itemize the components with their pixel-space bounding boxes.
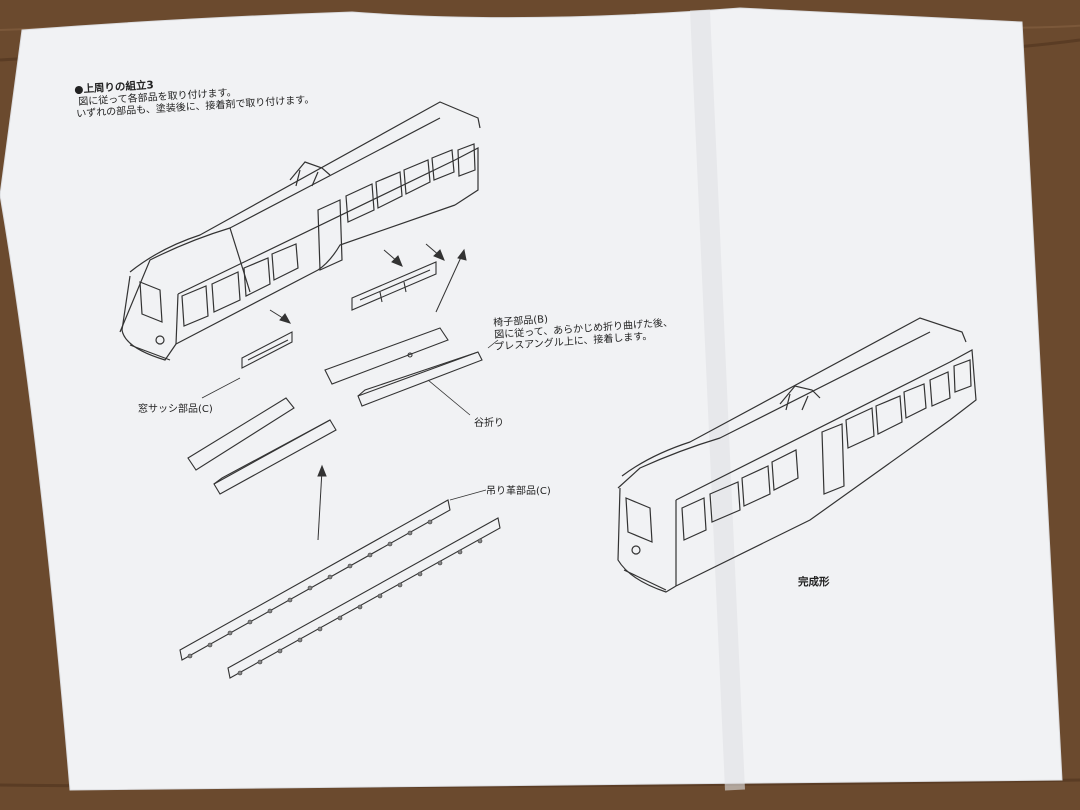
- chair-parts: [324, 327, 483, 407]
- label-completed: 完成形: [798, 576, 830, 588]
- assembly-arrows: [201, 243, 499, 541]
- label-window-sash: 窓サッシ部品(C): [138, 404, 213, 415]
- tram-completed: [617, 317, 977, 593]
- label-valley-fold: 谷折り: [474, 418, 504, 429]
- window-sash-part: [241, 331, 293, 369]
- paper-sheet: [0, 7, 1063, 791]
- window-sash-upper: [351, 261, 437, 311]
- strap-parts: [179, 499, 501, 679]
- label-strap: 吊り革部品(C): [486, 486, 551, 497]
- seat-strips: [187, 397, 337, 495]
- tram-body-exploded: [119, 101, 481, 361]
- paper-fold-shadow: [690, 9, 745, 791]
